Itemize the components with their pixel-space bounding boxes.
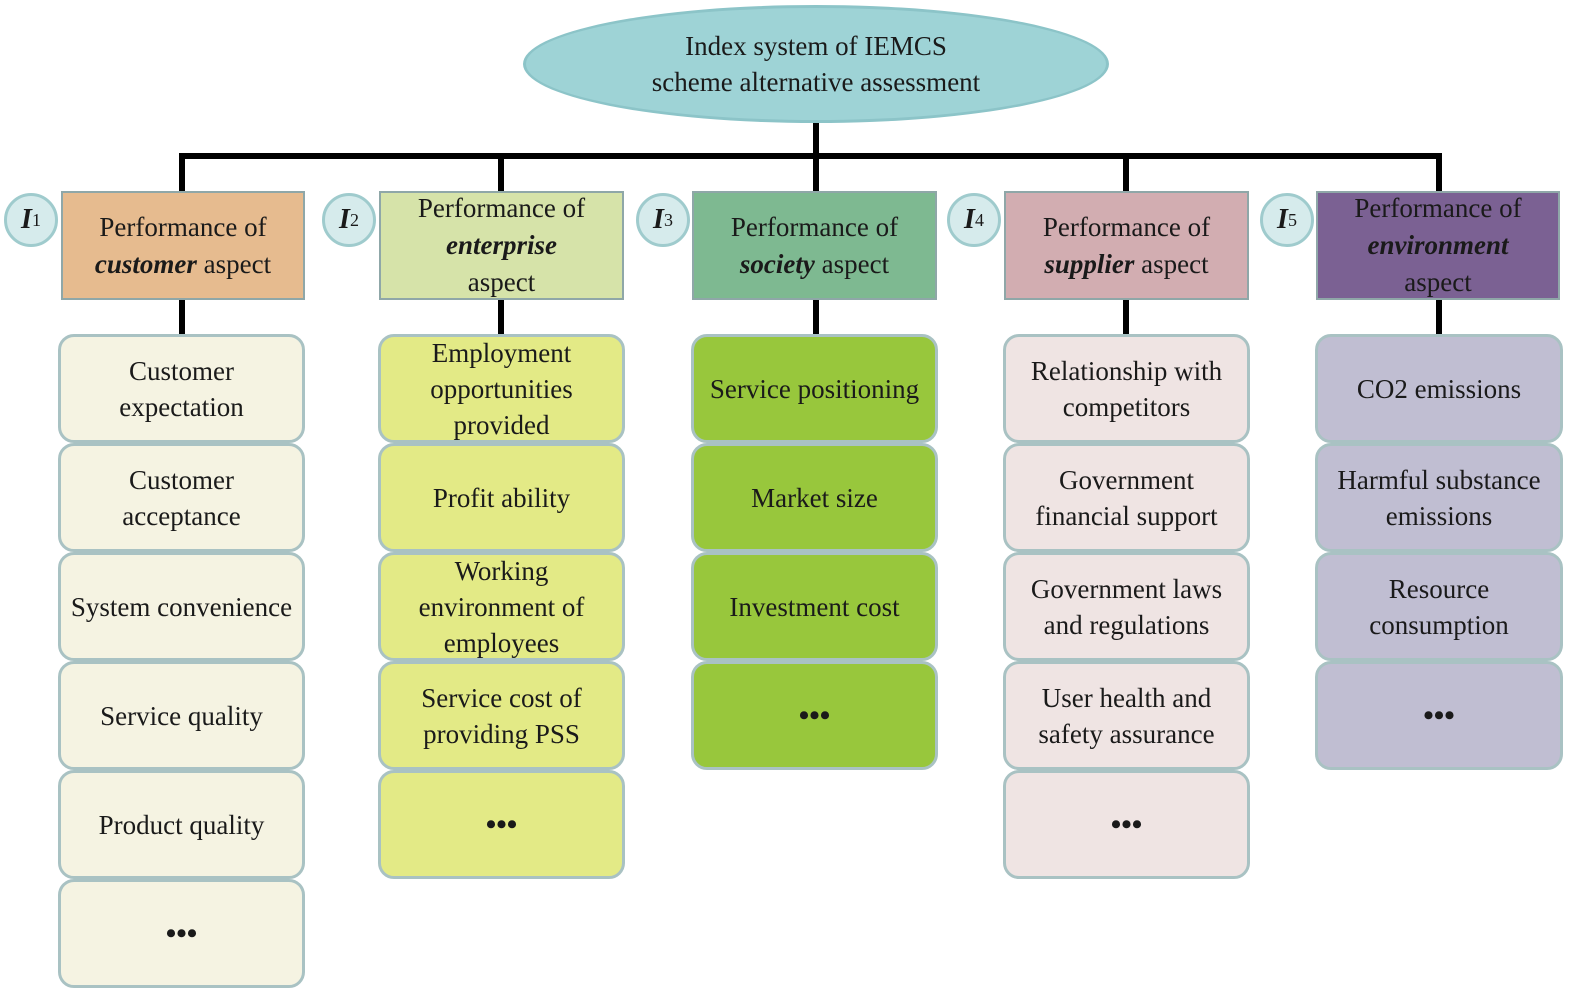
aspect-society-header: Performance of society aspect	[692, 191, 937, 300]
aspect-title-line: customer aspect	[94, 248, 272, 279]
aspect-title-line: aspect	[1404, 267, 1472, 297]
badge-index: 4	[974, 209, 984, 230]
aspect-keyword: environment	[1367, 230, 1509, 260]
aspect-society-item: Investment cost	[691, 552, 938, 661]
aspect-enterprise-more-item: •••	[378, 770, 625, 879]
badge-index: 2	[349, 209, 359, 230]
aspect-customer-item: Service quality	[58, 661, 305, 770]
badge-letter: I	[1277, 204, 1288, 235]
aspect-customer-item: Customer acceptance	[58, 443, 305, 552]
aspect-environment-item: Harmful substance emissions	[1315, 443, 1563, 552]
badge-letter: I	[21, 204, 32, 235]
aspect-title-line: enterprise	[446, 227, 557, 264]
aspect-title-line: environment	[1367, 227, 1508, 264]
aspect-title-line: Performance of	[417, 193, 586, 223]
root-node: Index system of IEMCS scheme alternative…	[523, 5, 1109, 123]
aspect-title-line: Performance of	[1354, 193, 1522, 223]
badge-letter: I	[339, 204, 350, 235]
aspect-title-line: Performance of	[99, 211, 267, 242]
aspect-title-line: aspect	[467, 267, 536, 297]
aspect-enterprise-header: Performance of enterprise aspect	[379, 191, 624, 300]
aspect-customer-item: System convenience	[58, 552, 305, 661]
aspect-supplier-item: Relationship with competitors	[1003, 334, 1250, 443]
aspect-supplier-item: Government financial support	[1003, 443, 1250, 552]
aspect-supplier-item: User health and safety assurance	[1003, 661, 1250, 770]
aspect-enterprise-item: Employment opportunities provided	[378, 334, 625, 443]
badge-index: 3	[663, 209, 673, 230]
aspect-society-more-item: •••	[691, 661, 938, 770]
aspect-keyword: society	[739, 248, 815, 279]
aspect-keyword: enterprise	[446, 230, 557, 260]
aspect-title-line: Performance of	[1042, 211, 1211, 242]
aspect-customer-header: Performance of customer aspect	[61, 191, 305, 300]
aspect-environment-item: CO2 emissions	[1315, 334, 1563, 443]
aspect-enterprise-item: Profit ability	[378, 443, 625, 552]
root-title-line-2: scheme alternative assessment	[651, 67, 981, 97]
badge-index: 5	[1287, 209, 1297, 230]
aspect-environment-more-item: •••	[1315, 661, 1563, 770]
aspect-enterprise-item: Working environment of employees	[378, 552, 625, 661]
aspect-customer-more-item: •••	[58, 879, 305, 988]
aspect-customer-item: Customer expectation	[58, 334, 305, 443]
aspect-environment-header: Performance of environment aspect	[1316, 191, 1560, 300]
aspect-supplier-item: Government laws and regulations	[1003, 552, 1250, 661]
badge-index: 1	[31, 209, 41, 230]
aspect-title-line: society aspect	[739, 248, 890, 279]
aspect-title-line: Performance of	[730, 211, 899, 242]
aspect-environment-item: Resource consumption	[1315, 552, 1563, 661]
aspect-customer-item: Product quality	[58, 770, 305, 879]
aspect-keyword: customer	[94, 248, 197, 279]
aspect-title-line: supplier aspect	[1044, 248, 1209, 279]
badge-letter: I	[653, 204, 664, 235]
badge-letter: I	[964, 204, 975, 235]
root-title-line-1: Index system of IEMCS	[685, 31, 947, 61]
aspect-society-item: Service positioning	[691, 334, 938, 443]
aspect-enterprise-item: Service cost of providing PSS	[378, 661, 625, 770]
aspect-supplier-more-item: •••	[1003, 770, 1250, 879]
aspect-keyword: supplier	[1044, 248, 1135, 279]
aspect-society-item: Market size	[691, 443, 938, 552]
aspect-supplier-header: Performance of supplier aspect	[1004, 191, 1249, 300]
